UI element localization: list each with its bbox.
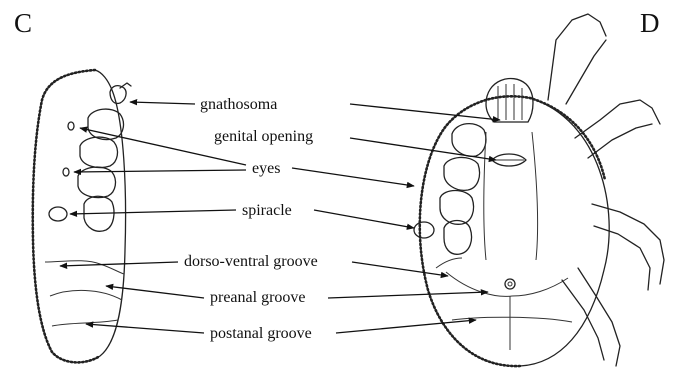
arrow-spiracle-left bbox=[70, 210, 236, 214]
label-spiracle: spiracle bbox=[242, 202, 292, 219]
arrow-eyes-3 bbox=[292, 168, 414, 186]
arrow-spiracle-right bbox=[314, 210, 414, 228]
label-eyes: eyes bbox=[252, 160, 280, 177]
arrow-dorso-ventral-right bbox=[352, 262, 448, 276]
arrow-postanal-left bbox=[86, 324, 204, 333]
label-preanal-groove: preanal groove bbox=[210, 289, 306, 306]
arrow-preanal-left bbox=[106, 286, 204, 298]
label-genital-opening: genital opening bbox=[214, 128, 313, 145]
arrow-gnathosoma-right bbox=[350, 104, 500, 120]
tick-ventral-view bbox=[414, 14, 664, 366]
arrow-dorso-ventral-left bbox=[60, 262, 178, 266]
panel-letter-c: C bbox=[14, 8, 32, 38]
panel-letter-d: D bbox=[640, 8, 660, 38]
label-gnathosoma: gnathosoma bbox=[200, 96, 277, 113]
label-dorso-ventral-groove: dorso-ventral groove bbox=[184, 253, 318, 270]
label-postanal-groove: postanal groove bbox=[210, 325, 312, 342]
arrow-postanal-right bbox=[336, 320, 476, 333]
tick-lateral-view bbox=[33, 70, 131, 362]
arrow-eyes-2 bbox=[74, 170, 246, 172]
arrow-preanal-right bbox=[328, 292, 488, 298]
arrow-gnathosoma-left bbox=[130, 102, 195, 104]
arrow-genital-opening bbox=[350, 138, 496, 160]
